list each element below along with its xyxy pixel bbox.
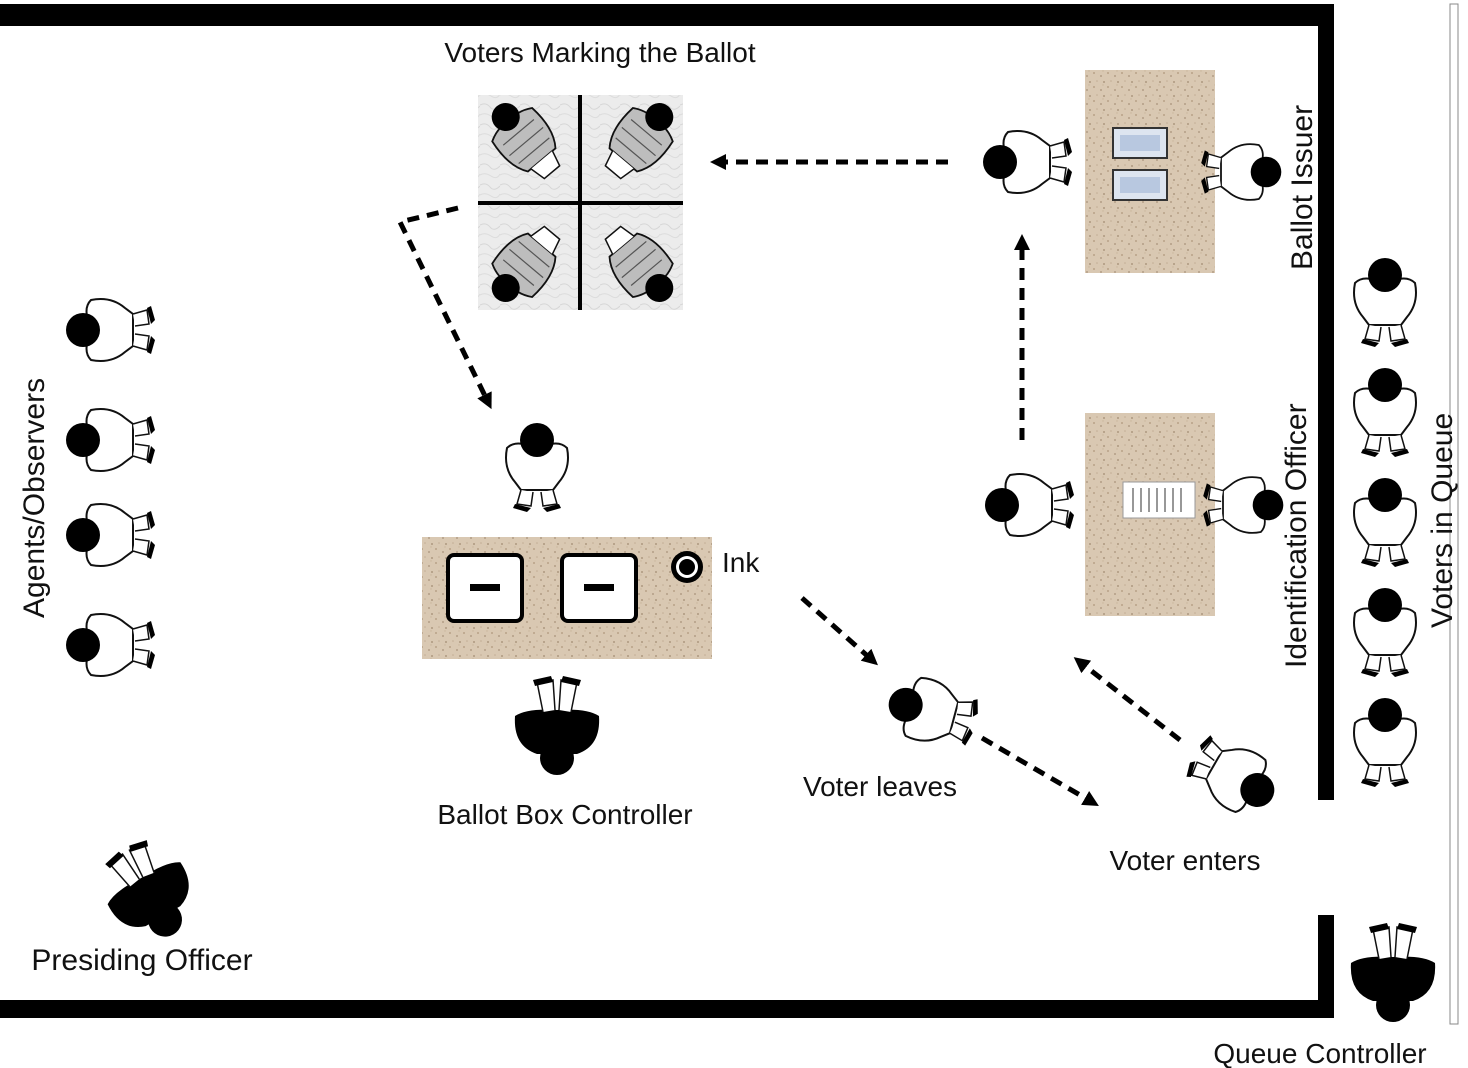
voter-at-identification-figure [984, 473, 1075, 537]
queue-voter-figure [1353, 587, 1417, 678]
voter-at-ballot-box-figure [505, 422, 569, 513]
agent-observer-figure [65, 408, 156, 472]
voter-at-issuer-figure [982, 130, 1073, 194]
agent-observer-figure [65, 298, 156, 362]
identification-table [1085, 413, 1215, 616]
voters-marking-label: Voters Marking the Ballot [444, 37, 755, 68]
room-walls [0, 3, 1459, 1025]
ballot-issuer-table [1085, 70, 1215, 273]
queue-voter-figure [1353, 257, 1417, 348]
flow-arrow-exit [980, 735, 1099, 807]
presiding-officer-label: Presiding Officer [31, 944, 252, 977]
agent-observer-figure [65, 503, 156, 567]
identification-officer-figure [1202, 476, 1285, 534]
ballot-box-controller-label: Ballot Box Controller [437, 799, 692, 830]
ballot-issuer-label: Ballot Issuer [1286, 105, 1319, 270]
ink-label: Ink [722, 547, 760, 578]
flow-arrow-enter-to-identification [1073, 657, 1182, 742]
voter-enters-label: Voter enters [1110, 845, 1261, 876]
queue-controller-figure [1350, 922, 1436, 1023]
flow-arrow-ballot-box-to-exit [800, 596, 878, 666]
entering-voter-figure [1178, 726, 1289, 827]
agents-observers-label: Agents/Observers [18, 378, 51, 618]
presiding-officer-figure [86, 826, 211, 957]
agent-observer-figure [65, 613, 156, 677]
ballot-box-table [422, 537, 712, 659]
leaving-voter-figure [880, 669, 985, 755]
queue-voter-figure [1353, 477, 1417, 568]
flow-arrow-booths-to-ballot-box [396, 205, 492, 410]
voters-in-queue-label: Voters in Queue [1426, 413, 1459, 628]
queue-controller-label: Queue Controller [1213, 1038, 1426, 1068]
voter-leaves-label: Voter leaves [803, 771, 957, 802]
voting-booths [475, 88, 690, 317]
queue-voter-figure [1353, 697, 1417, 788]
queue-voter-figure [1353, 367, 1417, 458]
ballot-box-controller-figure [514, 675, 600, 776]
identification-officer-label: Identification Officer [1280, 403, 1313, 668]
